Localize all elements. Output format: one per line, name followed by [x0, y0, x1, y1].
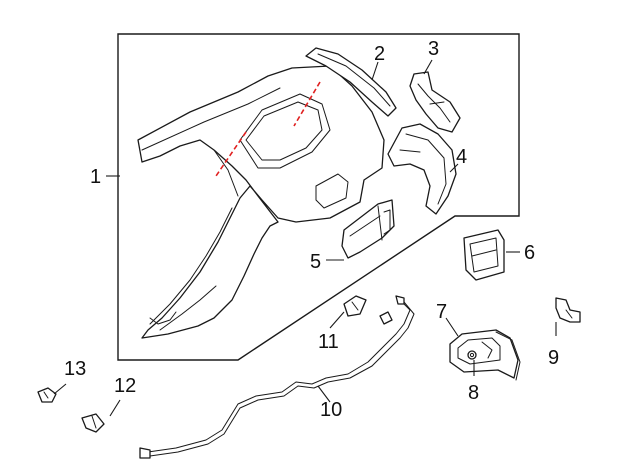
retaining-clip	[555, 297, 581, 323]
release-cable	[139, 295, 415, 459]
leader-line	[423, 59, 433, 75]
assembly-frame	[117, 33, 520, 361]
leader-line	[371, 61, 379, 81]
callout-8: 8	[468, 382, 479, 404]
leader-line	[53, 383, 67, 395]
fuel-door-housing	[463, 229, 505, 281]
callout-2: 2	[374, 43, 385, 65]
callout-9: 9	[548, 347, 559, 369]
callout-12: 12	[114, 375, 136, 397]
leader-line	[109, 399, 121, 417]
quarter-panel	[137, 65, 385, 339]
callout-13: 13	[64, 358, 86, 380]
upper-bracket	[409, 71, 461, 133]
leader-line	[317, 385, 331, 403]
leader-line	[445, 317, 459, 337]
callout-10: 10	[320, 399, 342, 421]
callout-6: 6	[524, 242, 535, 264]
wheelhouse-bracket	[341, 199, 395, 259]
callout-3: 3	[428, 38, 439, 60]
callout-4: 4	[456, 146, 467, 168]
grommet	[37, 387, 57, 403]
fuel-door-spring	[467, 350, 477, 360]
upper-rail	[305, 47, 397, 117]
leader-line	[449, 163, 459, 173]
callout-11: 11	[318, 331, 339, 353]
cable-clip	[81, 413, 105, 433]
callout-5: 5	[310, 251, 321, 273]
callout-7: 7	[436, 301, 447, 323]
callout-1: 1	[90, 166, 101, 188]
leader-line	[329, 311, 345, 329]
rear-reinforcement	[387, 123, 457, 215]
fuel-door	[449, 329, 521, 381]
cut-line	[293, 81, 321, 127]
cut-line	[215, 131, 247, 177]
